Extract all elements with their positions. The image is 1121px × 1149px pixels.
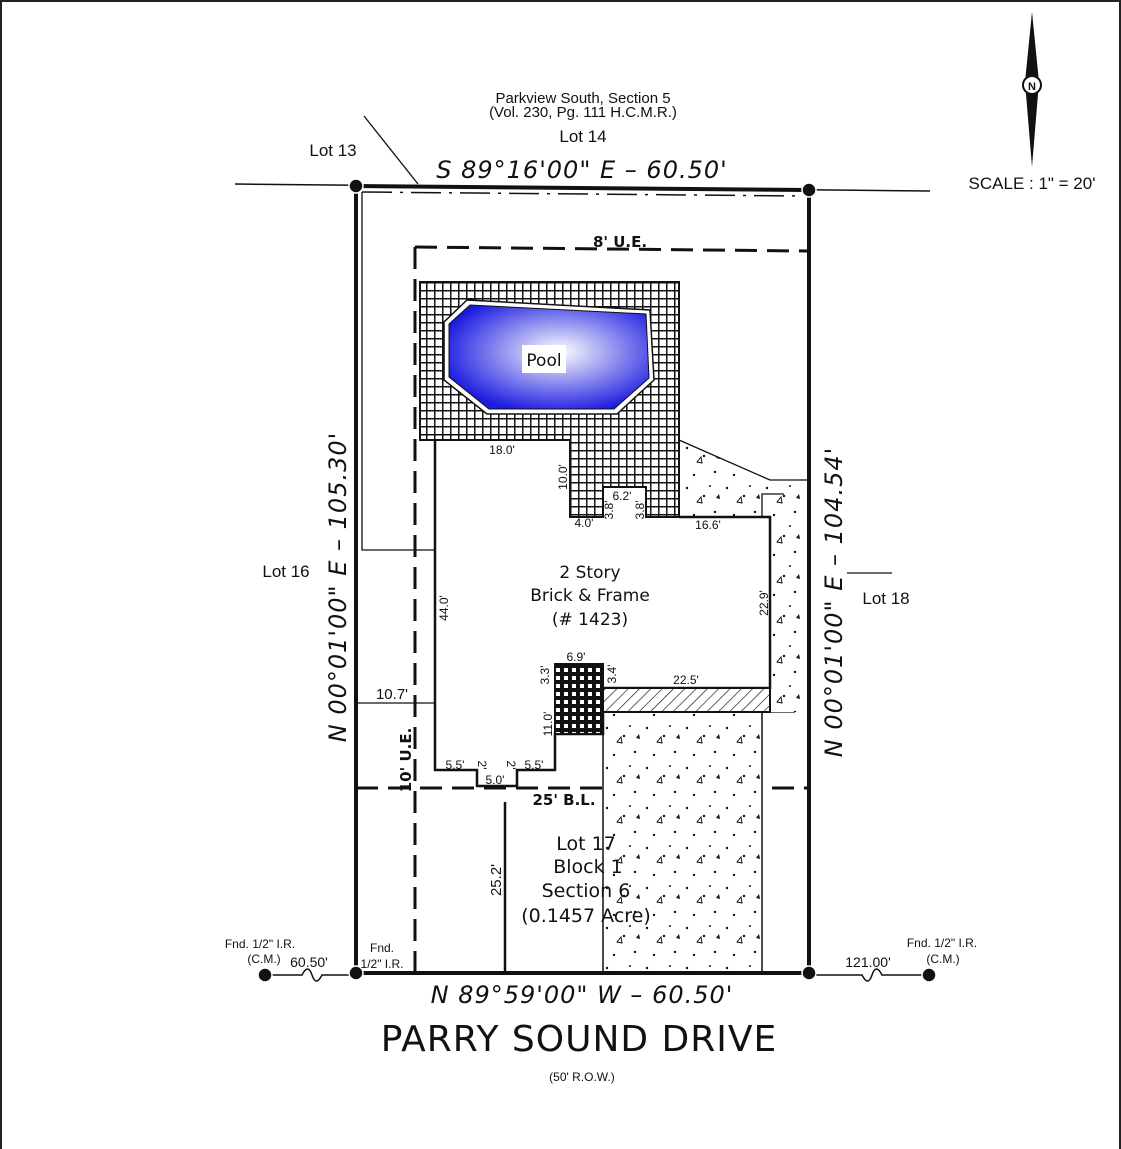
lot-18-label: Lot 18 [862,589,909,608]
iron-rod-markers [257,178,937,983]
section-number: Section 6 [542,880,631,902]
east-bearing: N 00°01'00" E – 104.54' [820,447,848,757]
dim-label: 10.0' [556,464,570,490]
dim-label: 4.0' [575,516,594,530]
monument-label: (C.M.) [247,952,280,966]
iron-rod-icon [801,182,817,198]
dim-label: 6.9' [567,650,586,664]
iron-rod-icon [257,967,273,983]
lot-13-label: Lot 13 [309,141,356,160]
side-easement-label: 10' U.E. [397,728,415,793]
lot-area: (0.1457 Acre) [521,905,651,927]
covered-walk [602,687,771,713]
west-bearing: N 00°01'00" E – 105.30' [324,432,352,742]
dim-label: 25.2' [488,864,505,896]
dim-label: 5.0' [486,773,505,787]
north-arrow-icon: N [1022,12,1042,167]
driveway [602,711,763,974]
scale-label: SCALE : 1" = 20' [969,174,1096,193]
subdivision-label: Parkview South, Section 5 [495,90,670,107]
south-bearing: N 89°59'00" W – 60.50' [431,981,734,1009]
iron-rod-icon [348,178,364,194]
monument-label: 1/2" I.R. [361,957,404,971]
iron-rod-icon [921,967,937,983]
lot-number: Lot 17 [556,833,616,855]
dimension-labels: 18.0' 10.0' 6.2' 3.8' 3.8' 4.0' 16.6' 44… [437,443,771,896]
dim-label: 2' [475,761,489,770]
right-of-way-label: (50' R.O.W.) [549,1070,615,1084]
pool-label: Pool [526,351,561,371]
recording-label: (Vol. 230, Pg. 111 H.C.M.R.) [489,104,677,121]
monument-label: Fnd. 1/2" I.R. [225,937,295,951]
side-setback-label: 10.7' [376,686,408,703]
building-line-label: 25' B.L. [532,791,595,809]
lot-14-label: Lot 14 [559,127,606,146]
rear-easement-label: 8' U.E. [593,233,647,251]
street-name: PARRY SOUND DRIVE [381,1019,778,1060]
lot-16-label: Lot 16 [262,562,309,581]
dim-label: 22.9' [757,590,771,616]
dim-label: 3.3' [538,666,552,685]
dim-label: 2' [504,761,518,770]
tie-distance: 60.50' [290,954,328,970]
house-material-label: Brick & Frame [530,586,650,606]
monument-label: Fnd. 1/2" I.R. [907,936,977,950]
dim-label: 3.4' [605,665,619,684]
front-porch [554,663,604,735]
side-walkway [679,440,802,712]
house-number-label: (# 1423) [552,610,628,630]
tie-distance: 121.00' [845,954,891,970]
dim-label: 3.8' [602,501,616,520]
lot-info: Lot 17 Block 1 Section 6 (0.1457 Acre) [521,833,651,927]
dim-label: 5.5' [525,758,544,772]
house-story-label: 2 Story [559,563,620,583]
dim-label: 5.5' [446,758,465,772]
iron-rod-icon [801,965,817,981]
north-label: N [1028,81,1036,93]
dim-label: 3.8' [633,501,647,520]
block-number: Block 1 [553,856,623,878]
dim-label: 11.0' [541,712,555,737]
dim-label: 16.6' [695,518,721,532]
monument-labels: Fnd. 1/2" I.R. (C.M.) 60.50' Fnd. 1/2" I… [225,936,977,971]
north-bearing: S 89°16'00" E – 60.50' [436,156,727,184]
dim-label: 22.5' [673,673,699,687]
dim-label: 6.2' [613,489,632,503]
iron-rod-icon [348,965,364,981]
dim-label: 18.0' [489,443,515,457]
monument-label: (C.M.) [926,952,959,966]
dim-label: 44.0' [437,595,451,621]
monument-label: Fnd. [370,941,394,955]
